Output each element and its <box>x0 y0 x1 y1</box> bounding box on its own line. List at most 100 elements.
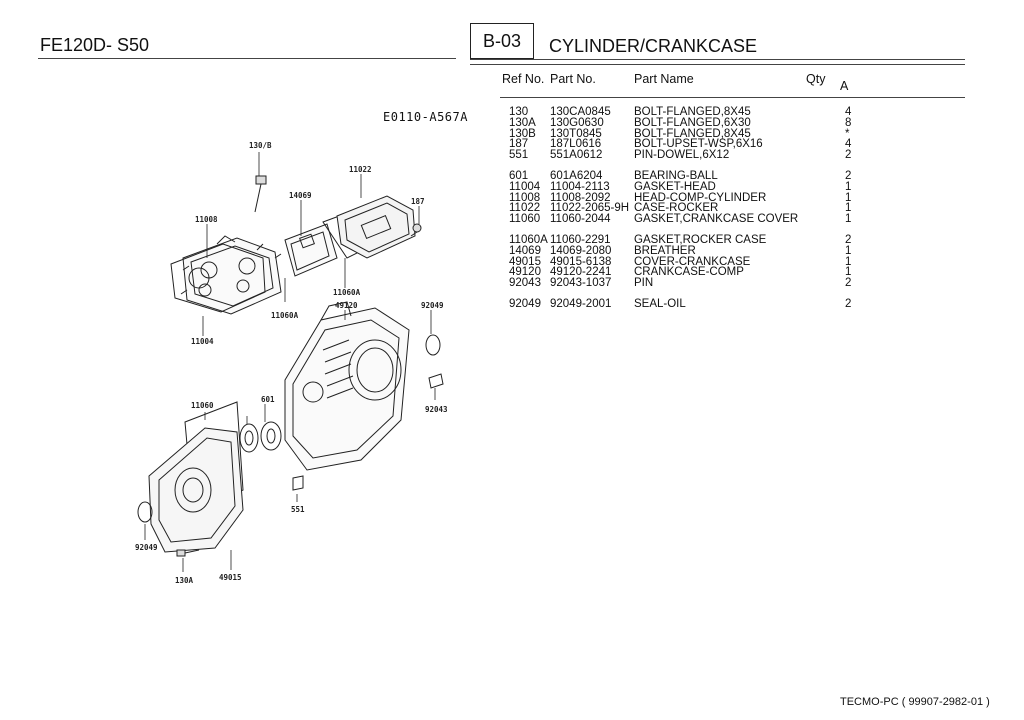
qty-cell: 1 <box>845 180 852 193</box>
section-code-box: B-03 <box>470 23 534 59</box>
part-name-cell: GASKET,CRANKCASE COVER <box>634 213 799 226</box>
diagram-code: E0110-A567A <box>383 110 468 124</box>
footer-reference: TECMO-PC ( 99907-2982-01 ) <box>840 696 990 708</box>
callout-11060: 11060 <box>191 401 214 410</box>
ref-no-cell: 49015 <box>509 255 541 268</box>
qty-cell: 2 <box>845 169 852 182</box>
ref-no-cell: 130A <box>509 116 536 129</box>
callout-49120: 49120 <box>335 301 358 310</box>
part-no-cell: 11060-2291 <box>550 233 611 246</box>
part-no-cell: 14069-2080 <box>550 244 612 257</box>
qty-cell: * <box>845 127 850 140</box>
part-no-cell: 11022-2065-9H <box>550 202 630 215</box>
section-title: CYLINDER/CRANKCASE <box>549 36 758 56</box>
qty-cell: 8 <box>845 116 852 129</box>
callout-11060a-bottom: 11060A <box>271 311 299 320</box>
callout-601: 601 <box>261 395 275 404</box>
part-no-cell: 92043-1037 <box>550 277 612 290</box>
callout-49015: 49015 <box>219 573 242 582</box>
table-row: 130 130CA0845 BOLT-FLANGED,8X45 4 <box>500 106 965 118</box>
part-name-cell: BOLT-UPSET-WSP,6X16 <box>634 138 763 151</box>
table-row: 11060 11060-2044 GASKET,CRANKCASE COVER 1 <box>500 214 965 225</box>
ref-no-cell: 11060 <box>509 213 541 226</box>
ref-no-cell: 551 <box>509 149 529 162</box>
rocker-case-drawing <box>336 195 416 259</box>
qty-cell: 4 <box>845 106 852 118</box>
part-no-cell: 49120-2241 <box>550 266 612 279</box>
ref-no-cell: 92043 <box>509 277 541 290</box>
qty-cell: 4 <box>845 138 852 151</box>
leader-lines <box>144 152 436 572</box>
callout-92049-right: 92049 <box>421 301 444 310</box>
table-header: Ref No. Part No. Part Name Qty A <box>500 71 965 98</box>
ref-no-header: Ref No. <box>502 72 545 86</box>
bearings-drawing <box>239 421 282 453</box>
part-no-cell: 601A6204 <box>550 169 603 182</box>
part-name-cell: CASE-ROCKER <box>634 202 719 215</box>
callout-187: 187 <box>411 197 425 206</box>
callout-11004: 11004 <box>191 337 214 346</box>
oil-seal-right-drawing <box>425 334 441 356</box>
part-name-header: Part Name <box>634 72 694 86</box>
part-name-cell: PIN <box>634 277 654 290</box>
crankcase-cover-drawing <box>148 427 244 553</box>
part-name-cell: COVER-CRANKCASE <box>634 255 751 268</box>
ref-no-cell: 130 <box>509 106 529 118</box>
part-name-cell: BOLT-FLANGED,8X45 <box>634 106 751 118</box>
part-no-cell: 11060-2044 <box>550 213 611 226</box>
parts-table: Ref No. Part No. Part Name Qty A 130 130C… <box>500 71 965 320</box>
bolt-130b-drawing <box>254 175 267 213</box>
part-no-cell: 130T0845 <box>550 127 602 140</box>
qty-cell: 1 <box>845 202 852 215</box>
qty-cell: 1 <box>845 213 852 226</box>
ref-no-cell: 49120 <box>509 266 541 279</box>
part-no-cell: 130G0630 <box>550 116 604 129</box>
qty-cell: 1 <box>845 266 852 279</box>
callout-551: 551 <box>291 505 305 514</box>
qty-cell: 2 <box>845 233 852 246</box>
header-rule-right-top <box>470 59 965 60</box>
callout-11022: 11022 <box>349 165 372 174</box>
part-no-cell: 130CA0845 <box>550 106 611 118</box>
head-gasket-drawing <box>170 243 266 313</box>
ref-no-cell: 187 <box>509 138 529 151</box>
part-no-cell: 187L0616 <box>550 138 602 151</box>
part-name-cell: PIN-DOWEL,6X12 <box>634 149 730 162</box>
bolt-130a-drawing <box>176 549 200 557</box>
qty-header: Qty <box>806 72 826 86</box>
cylinder-head-drawing <box>180 235 282 315</box>
callout-92049-left: 92049 <box>135 543 158 552</box>
table-row: 187 187L0616 BOLT-UPSET-WSP,6X16 4 <box>500 139 965 150</box>
ref-no-cell: 92049 <box>509 297 541 310</box>
breather-drawing <box>284 223 338 277</box>
qty-cell: 2 <box>845 149 852 162</box>
ref-no-cell: 11060A <box>509 233 548 246</box>
callout-130b: 130/B <box>249 141 272 150</box>
callout-11060a-top: 11060A <box>333 288 361 297</box>
part-no-cell: 11004-2113 <box>550 180 610 193</box>
callout-labels: 130/B 11022 14069 187 11008 11060A 49120… <box>135 141 448 585</box>
callout-14069: 14069 <box>289 191 312 200</box>
part-name-cell: BOLT-FLANGED,8X45 <box>634 127 751 140</box>
part-name-cell: BOLT-FLANGED,6X30 <box>634 116 751 129</box>
part-name-cell: GASKET,ROCKER CASE <box>634 233 767 246</box>
ref-no-cell: 601 <box>509 169 529 182</box>
part-name-cell: GASKET-HEAD <box>634 180 716 193</box>
callout-92043: 92043 <box>425 405 448 414</box>
model-title: FE120D- S50 <box>40 35 150 55</box>
ref-no-cell: 14069 <box>509 244 541 257</box>
qty-cell: 1 <box>845 244 852 257</box>
qty-cell: 1 <box>845 255 852 268</box>
header-rule-left <box>38 58 456 59</box>
